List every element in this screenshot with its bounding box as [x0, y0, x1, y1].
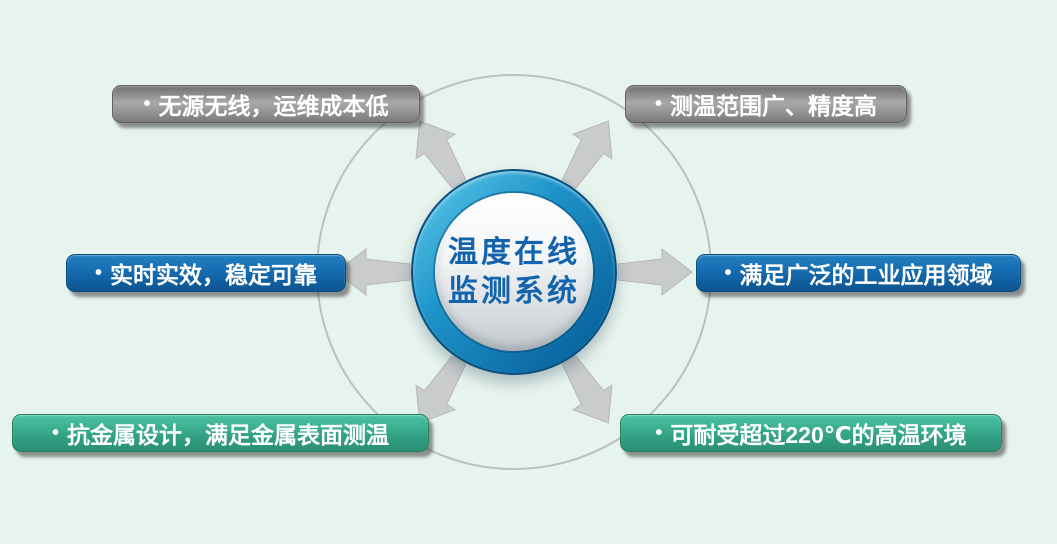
feature-pill-passive-wireless: • 无源无线，运维成本低 — [112, 85, 420, 123]
bullet-icon: • — [94, 262, 102, 284]
feature-label: 可耐受超过220℃的高温环境 — [670, 422, 967, 448]
feature-label: 抗金属设计，满足金属表面测温 — [67, 422, 389, 448]
arrow-right-icon — [617, 247, 693, 297]
arrow-down-left-icon — [415, 355, 467, 424]
hub-title: 温度在线 监测系统 — [448, 233, 580, 311]
arrow-up-right-icon — [561, 120, 613, 189]
feature-pill-industrial-applications: • 满足广泛的工业应用领域 — [696, 254, 1021, 292]
feature-label: 满足广泛的工业应用领域 — [739, 262, 993, 288]
bullet-icon: • — [724, 262, 732, 284]
hub-title-line2: 监测系统 — [448, 275, 580, 308]
feature-pill-anti-metal-design: • 抗金属设计，满足金属表面测温 — [12, 414, 429, 452]
bullet-icon: • — [143, 93, 151, 115]
feature-pill-wide-range: • 测温范围广、精度高 — [625, 85, 907, 123]
feature-pill-high-temperature: • 可耐受超过220℃的高温环境 — [620, 414, 1002, 452]
center-hub: 温度在线 监测系统 — [411, 169, 617, 375]
feature-label: 无源无线，运维成本低 — [158, 93, 389, 119]
feature-pill-realtime-reliable: • 实时实效，稳定可靠 — [66, 254, 346, 292]
hub-title-line1: 温度在线 — [448, 236, 580, 269]
bullet-icon: • — [654, 93, 662, 115]
bullet-icon: • — [51, 422, 59, 444]
hub-face: 温度在线 监测系统 — [435, 193, 593, 351]
arrow-down-right-icon — [561, 355, 613, 424]
arrow-up-left-icon — [415, 120, 467, 189]
bullet-icon: • — [655, 422, 663, 444]
feature-label: 实时实效，稳定可靠 — [110, 262, 317, 288]
feature-label: 测温范围广、精度高 — [670, 93, 877, 119]
arrow-left-icon — [335, 247, 411, 297]
